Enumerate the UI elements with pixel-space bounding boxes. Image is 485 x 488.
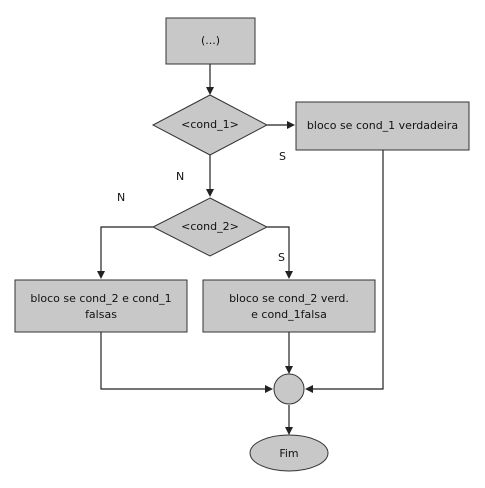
arrowhead-icon (265, 385, 273, 393)
node-block-cond2-true: bloco se cond_2 verd. e cond_1falsa (202, 279, 376, 333)
arrowhead-icon (285, 427, 293, 435)
arrowhead-icon (97, 271, 105, 279)
block-cond1-true-label: bloco se cond_1 verdadeira (307, 119, 458, 132)
block-cond2-true-label-line-1: bloco se cond_2 verd. (229, 292, 349, 305)
edge-cond1-true-to-merge (312, 150, 384, 390)
edge-cond2-no (100, 226, 153, 272)
node-block-cond1-true: bloco se cond_1 verdadeira (295, 101, 470, 151)
decision-cond1-label: <cond_1> (181, 118, 239, 131)
arrowhead-icon (285, 366, 293, 374)
branch-labels: S N N S (117, 150, 286, 264)
node-end: Fim (249, 434, 329, 472)
arrowhead-icon (287, 121, 295, 129)
branch-label-cond1-no: N (176, 170, 184, 183)
start-block-label: (...) (201, 34, 220, 47)
end-label: Fim (279, 447, 298, 460)
arrowhead-icon (206, 87, 214, 95)
edge-cond2-yes (267, 226, 290, 272)
branch-label-cond2-yes: S (278, 251, 285, 264)
arrowhead-icon (285, 271, 293, 279)
branch-label-cond2-no: N (117, 191, 125, 204)
arrowhead-icon (305, 385, 313, 393)
decision-cond2-label: <cond_2> (181, 220, 239, 233)
node-decision-cond1: <cond_1> (151, 94, 269, 156)
branch-label-cond1-yes: S (279, 150, 286, 163)
node-merge-connector (273, 373, 305, 405)
edges (97, 64, 384, 435)
block-both-false-label-line-1: bloco se cond_2 e cond_1 (30, 292, 171, 305)
node-block-both-false: bloco se cond_2 e cond_1 falsas (14, 279, 188, 333)
node-decision-cond2: <cond_2> (151, 197, 269, 257)
arrowhead-icon (206, 189, 214, 197)
block-both-false-label-line-2: falsas (85, 308, 117, 321)
block-cond2-true-label-line-2: e cond_1falsa (251, 308, 327, 321)
edge-both-false-to-merge (100, 332, 266, 390)
node-start-block: (...) (165, 17, 256, 65)
